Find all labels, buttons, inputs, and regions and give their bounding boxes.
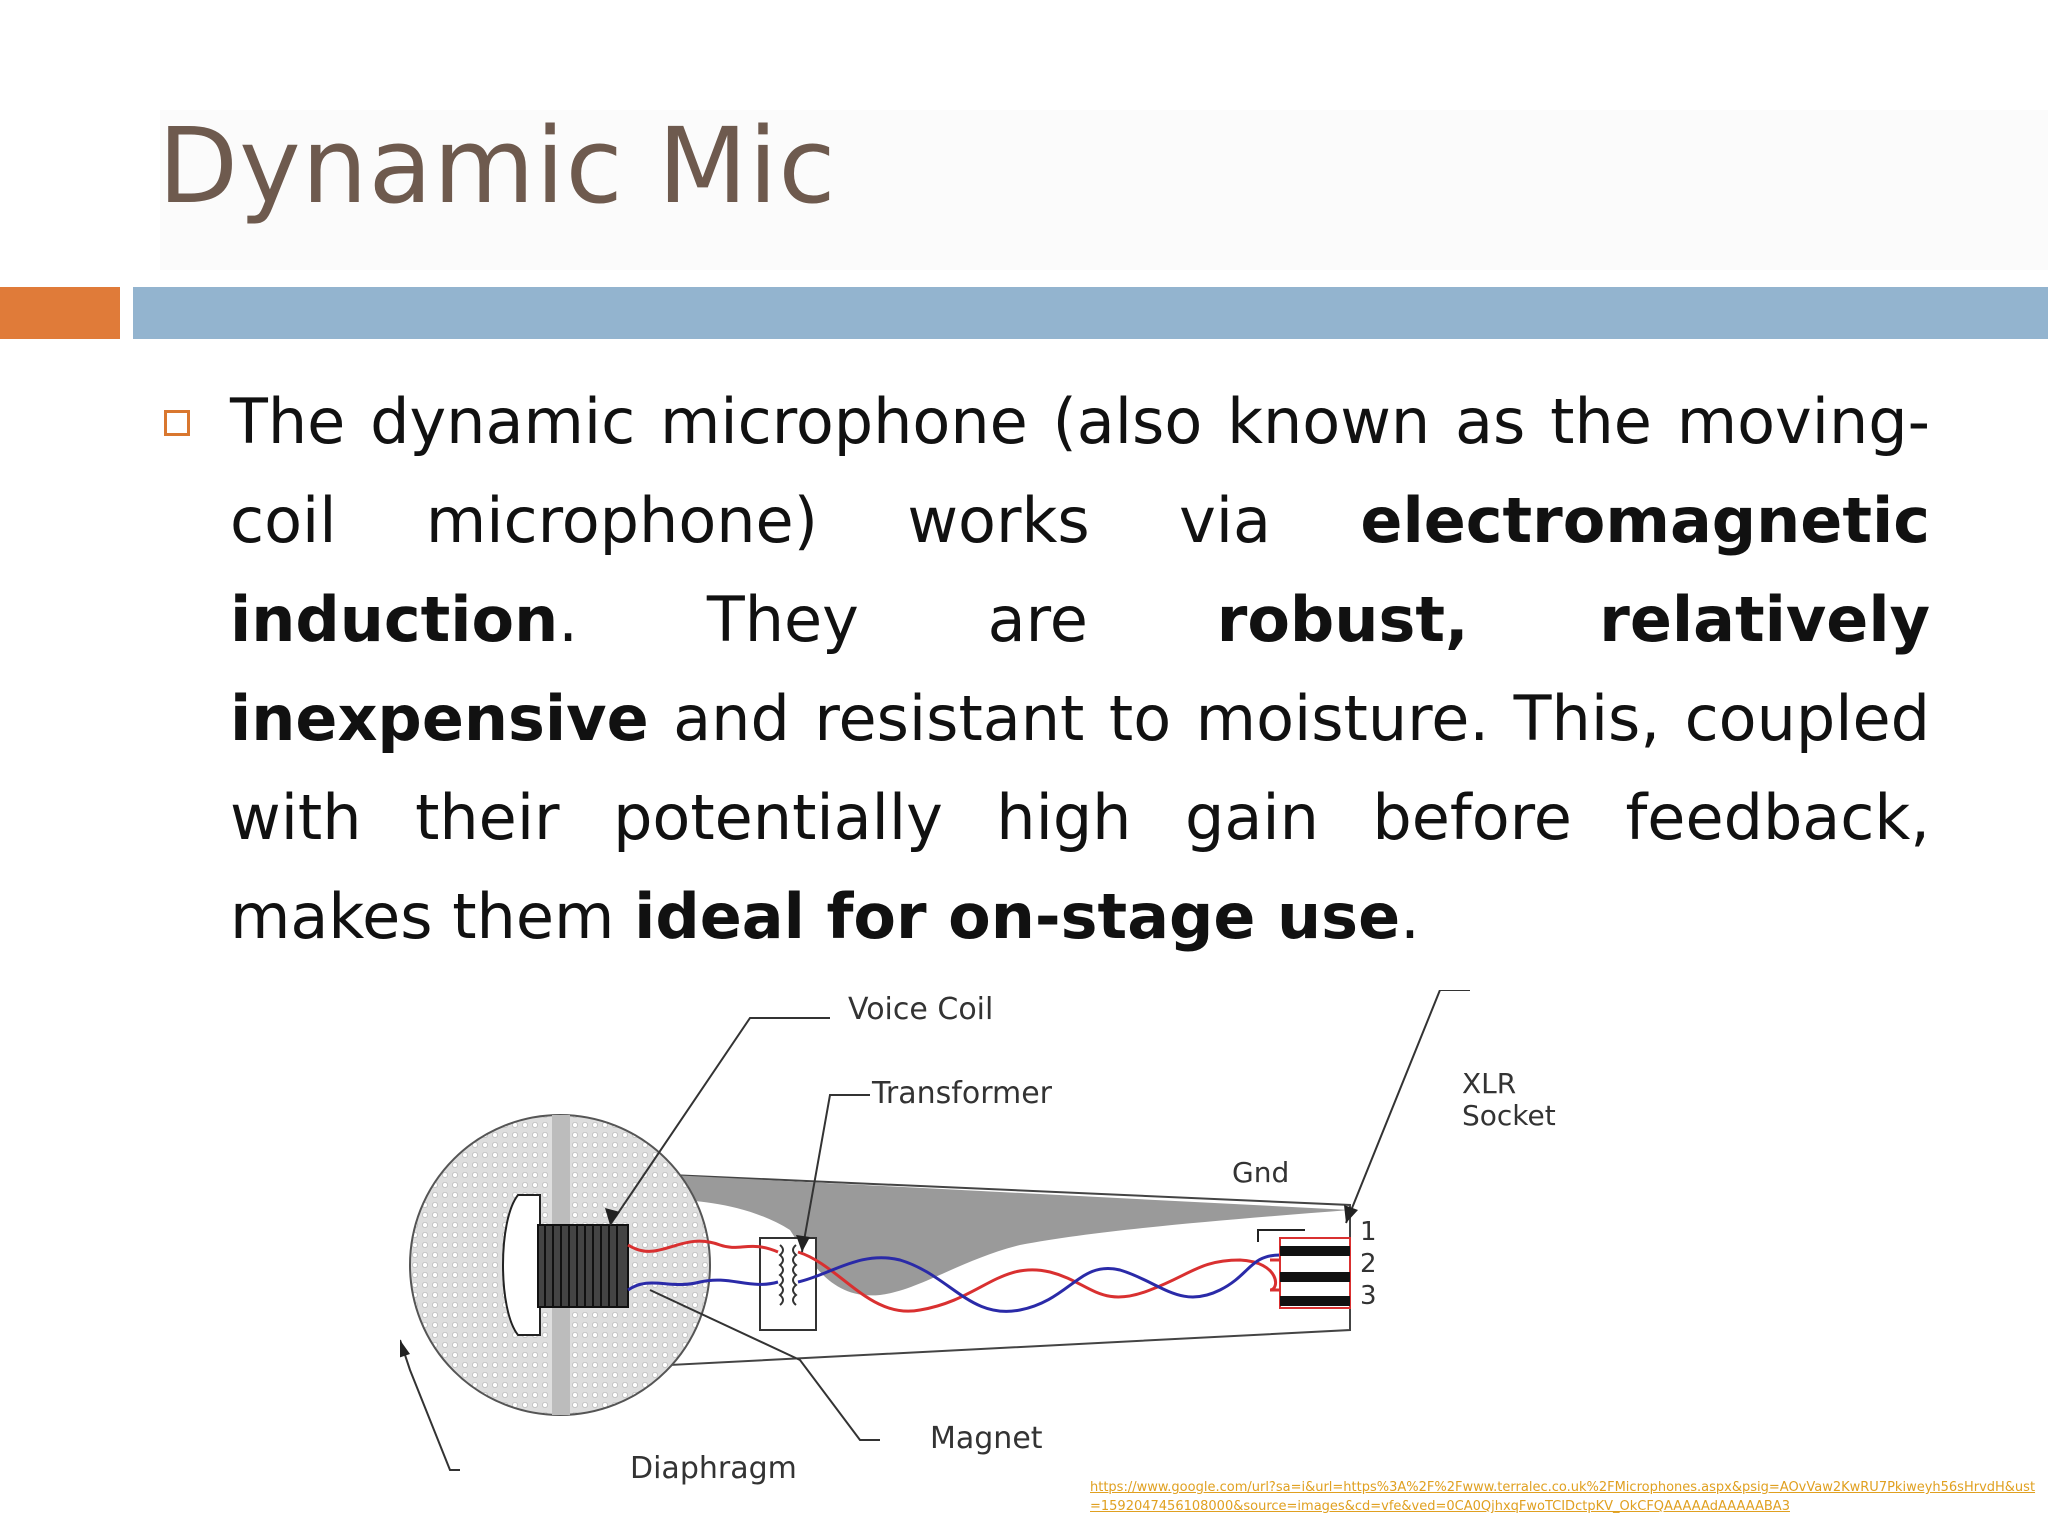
body-text-2: . They are [558,583,1217,656]
body-bold-3: ideal for on-stage use [634,880,1401,953]
wire-gnd [1257,1229,1305,1242]
accent-bar-blue [133,287,2048,339]
voice-coil-shape [537,1224,629,1308]
title-band [0,0,2048,285]
body-bold-1: electromagnetic induction [230,484,1930,656]
xlr-socket-shape [1279,1237,1351,1309]
dynamic-mic-diagram: Voice Coil Transformer Gnd XLR Socket 1 … [400,990,1556,1486]
label-transformer: Transformer [871,1076,1053,1111]
wire-blue [627,1253,1305,1313]
label-socket: Socket [1462,1099,1556,1132]
body-bold-2: robust, relatively inexpensive [230,583,1930,755]
body-text-3: and resistant to moisture. This, coupled… [230,682,1930,953]
diaphragm-shape [502,1194,541,1336]
slide-title: Dynamic Mic [158,105,837,227]
source-link[interactable]: https://www.google.com/url?sa=i&url=http… [1090,1480,2036,1514]
body-text-1: The dynamic microphone (also known as th… [230,385,1930,557]
body-text-4: . [1400,880,1420,953]
accent-bar-orange [0,287,120,339]
label-pin-2: 2 [1360,1249,1377,1279]
label-pin-3: 3 [1360,1281,1377,1311]
label-magnet: Magnet [930,1421,1043,1456]
label-pin-1: 1 [1360,1217,1377,1247]
body-paragraph: The dynamic microphone (also known as th… [230,372,1930,966]
label-gnd: Gnd [1232,1156,1289,1189]
mic-body [669,1173,1351,1367]
label-xlr: XLR [1462,1067,1516,1100]
label-diaphragm: Diaphragm [630,1451,797,1486]
bullet-square-icon [164,410,190,436]
label-voice-coil: Voice Coil [848,992,993,1027]
